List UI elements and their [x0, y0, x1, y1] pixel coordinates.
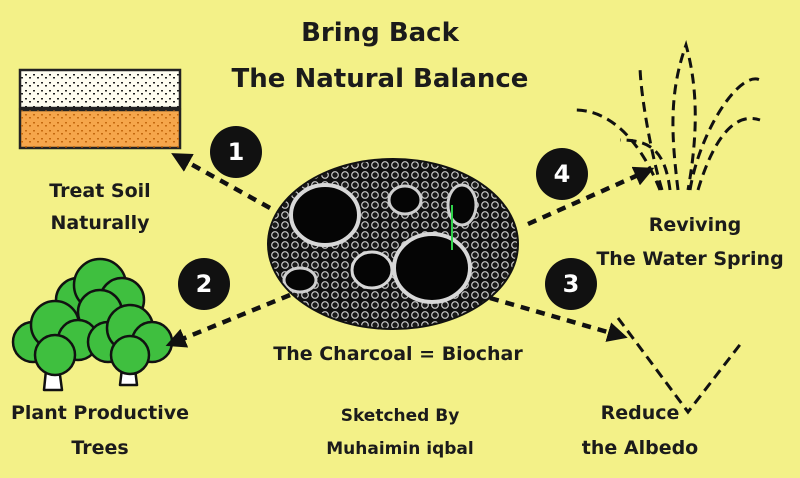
- step-2-badge: 2: [178, 258, 230, 310]
- arrow-to-soil: [171, 153, 272, 210]
- arrow-to-spring: [527, 166, 655, 227]
- step-1-label-line-1: Treat Soil: [49, 180, 151, 202]
- step-1-label-line-2: Naturally: [50, 212, 150, 234]
- step-4-label-line-2: The Water Spring: [596, 248, 784, 270]
- step-4-badge: 4: [536, 148, 588, 200]
- step-3-label-line-1: Reduce: [600, 402, 680, 424]
- center-label: The Charcoal = Biochar: [273, 343, 523, 365]
- title-line-2: The Natural Balance: [231, 64, 529, 94]
- credit-line-2: Muhaimin iqbal: [326, 439, 474, 459]
- arrows: [165, 153, 655, 348]
- step-3-label-line-2: the Albedo: [581, 437, 699, 459]
- trees-icon: [11, 257, 174, 392]
- water-spring-icon: [574, 40, 761, 191]
- soil-layers-icon: [18, 68, 182, 150]
- biochar-micrograph-icon: [267, 158, 519, 330]
- credit-line-1: Sketched By: [340, 406, 460, 426]
- arrow-to-albedo: [489, 295, 628, 342]
- step-1-badge: 1: [210, 126, 262, 178]
- step-4-label-line-1: Reviving: [648, 214, 742, 236]
- step-3-badge: 3: [545, 258, 597, 310]
- step-2-label-line-1: Plant Productive: [10, 402, 190, 424]
- arrow-to-trees: [165, 292, 291, 348]
- step-2-label-line-2: Trees: [71, 437, 129, 459]
- title-line-1: Bring Back: [301, 18, 459, 48]
- albedo-v-icon: [616, 317, 744, 415]
